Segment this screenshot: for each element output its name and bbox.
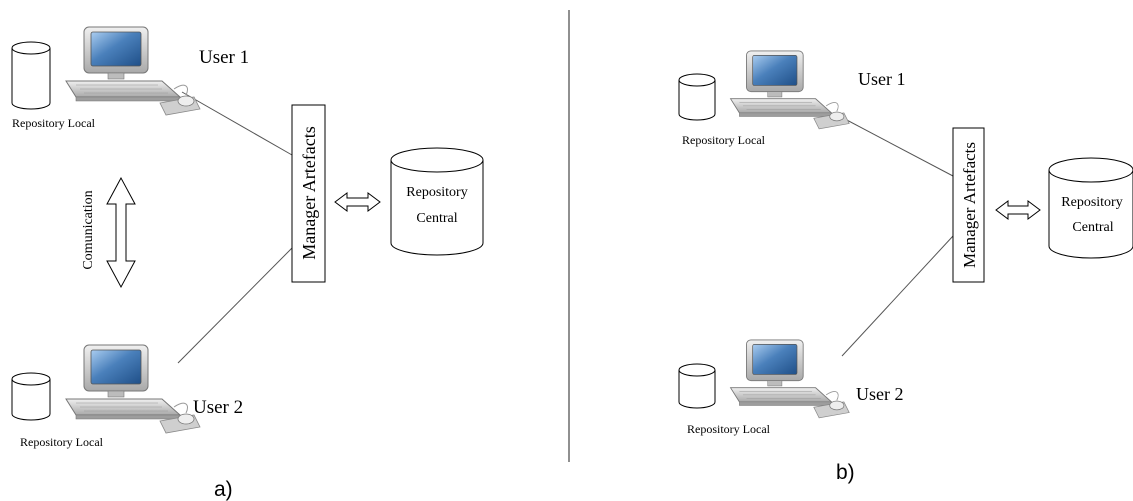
line-user2-manager-b [841, 235, 954, 357]
communication-label: Comunication [81, 190, 96, 269]
repository-local-2-icon-b [678, 363, 716, 409]
line-user2-manager [177, 247, 293, 364]
manager-artefacts-label: Manager Artefacts [299, 126, 319, 259]
user1-computer-icon [65, 26, 201, 116]
caption-a: a) [214, 478, 233, 501]
repository-central-icon [390, 147, 484, 256]
caption-b: b) [836, 461, 855, 484]
user2-label-b: User 2 [856, 384, 904, 404]
user1-computer-icon-b [730, 50, 850, 130]
user2-label: User 2 [193, 397, 243, 418]
repository-local-1-label: Repository Local [12, 116, 96, 130]
repository-central-label-line2-b: Central [1072, 220, 1113, 235]
line-user1-manager-b [842, 117, 954, 177]
repository-local-2-label-b: Repository Local [687, 422, 771, 436]
user2-computer-icon-b [730, 339, 850, 419]
panel-a: User 1 Repository Local Comunication Use… [11, 26, 484, 501]
repository-local-1-label-b: Repository Local [682, 133, 766, 147]
communication-arrow-icon [106, 176, 136, 289]
repository-central-label-line1: Repository [406, 185, 467, 200]
manager-artefacts-label-b: Manager Artefacts [960, 142, 979, 268]
repository-local-1-icon [11, 41, 51, 110]
manager-artefacts-box [291, 104, 326, 283]
repository-local-2-label: Repository Local [20, 435, 104, 449]
user1-label: User 1 [199, 47, 249, 68]
repository-local-1-icon-b [678, 73, 716, 121]
repository-central-label-line2: Central [416, 211, 457, 226]
user1-label-b: User 1 [858, 69, 906, 89]
repository-local-2-icon [11, 372, 51, 421]
sync-double-arrow-icon-b [995, 200, 1041, 220]
repository-central-icon-b [1048, 157, 1133, 259]
panel-b: User 1 Repository Local User 2 Repositor… [678, 50, 1133, 484]
sync-double-arrow-icon [334, 192, 381, 212]
repository-central-label-line1-b: Repository [1061, 195, 1122, 210]
manager-artefacts-box-b [952, 127, 985, 283]
line-user1-manager [181, 91, 293, 156]
user2-computer-icon [65, 344, 201, 434]
